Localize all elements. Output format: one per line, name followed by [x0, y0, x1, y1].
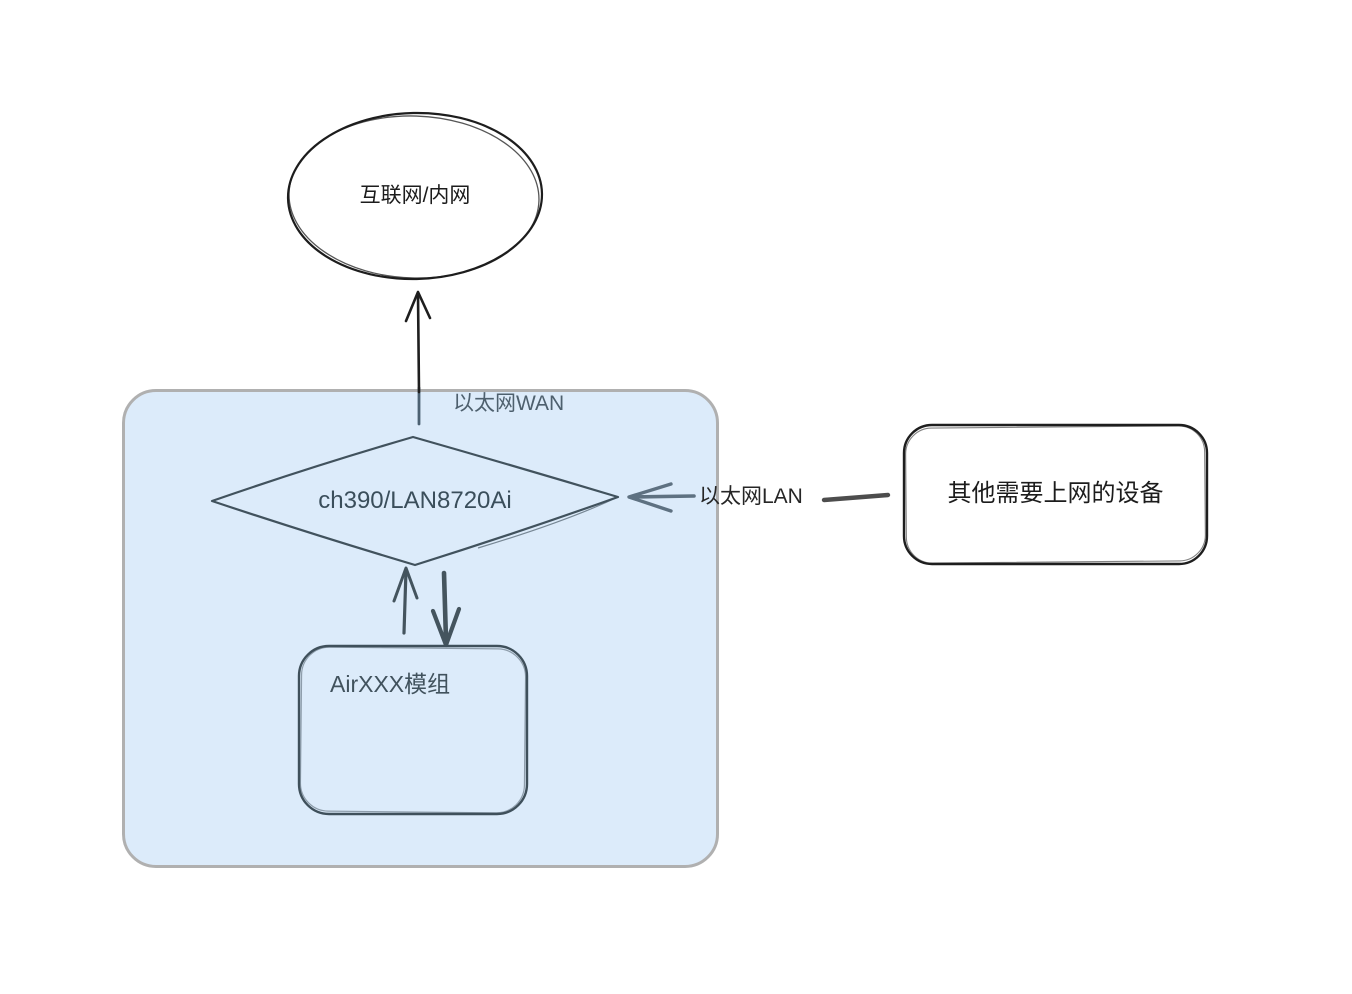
- internet-node-label: 互联网/内网: [359, 184, 471, 208]
- lan-edge-label: 以太网LAN: [699, 485, 803, 508]
- air-module-label: AirXXX模组: [330, 671, 451, 697]
- other-devices-label: 其他需要上网的设备: [947, 480, 1164, 508]
- wan-edge-label: 以太网WAN: [453, 392, 565, 415]
- ethernet-chip-label: ch390/LAN8720Ai: [318, 486, 512, 514]
